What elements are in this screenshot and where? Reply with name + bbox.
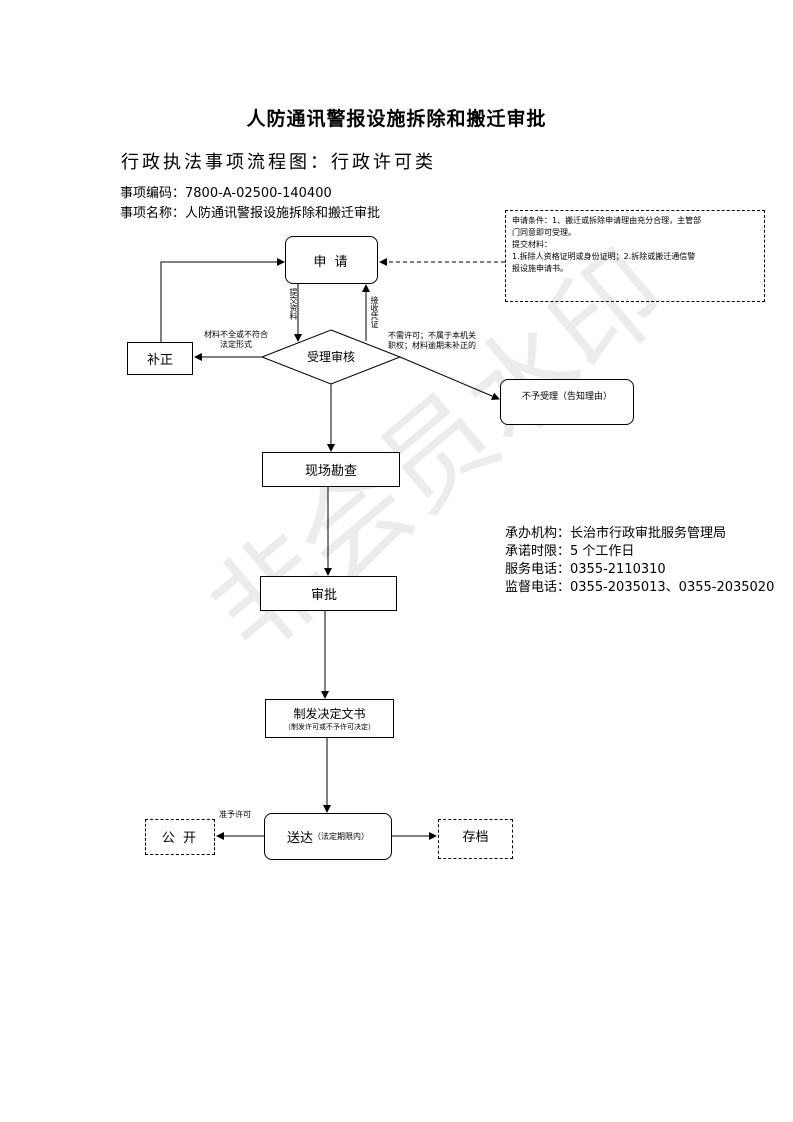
edge-label-not-accepted: 不需许可；不属于本机关 职权；材料逾期未补正的 [388, 331, 476, 351]
node-review-label: 受理审核 [306, 350, 355, 364]
node-publish-label: 公 开 [161, 831, 199, 846]
info-time: 承诺时限：5 个工作日 [505, 544, 635, 559]
edge-label-submit: 提交资料 [289, 288, 298, 320]
edge-label-incomplete: 材料不全或不符合 法定形式 [196, 330, 276, 350]
info-org: 承办机构：长治市行政审批服务管理局 [505, 526, 727, 541]
note-line: 报设施申请书。 [512, 264, 568, 273]
edge-label-receipt: 接收凭证 [370, 296, 379, 328]
node-reject-label: 不予受理（告知理由） [521, 392, 612, 402]
edge-label-incomplete-line1: 材料不全或不符合 [204, 330, 268, 339]
node-publish: 公 开 [145, 819, 215, 855]
note-line: 1.拆除人资格证明或身份证明；2.拆除或搬迁通信警 [512, 252, 696, 261]
node-decision-label: 制发决定文书 [293, 706, 366, 721]
info-phone: 服务电话：0355-2110310 [505, 562, 666, 577]
note-line: 提交材料： [512, 240, 552, 249]
node-archive-label: 存档 [462, 830, 489, 845]
node-deliver-label: 送达 [286, 831, 313, 846]
node-apply-label: 申 请 [313, 254, 350, 270]
node-archive: 存档 [438, 819, 513, 859]
node-decision: 制发决定文书 （制发许可或不予许可决定） [265, 699, 394, 738]
node-inspect-label: 现场勘查 [304, 464, 357, 479]
node-reject: 不予受理（告知理由） [500, 379, 634, 425]
page-title: 人防通讯警报设施拆除和搬迁审批 [246, 108, 547, 130]
node-decision-sublabel: （制发许可或不予许可决定） [284, 722, 375, 731]
node-approve: 审批 [260, 576, 397, 611]
arrow-correct-to-apply [160, 258, 285, 342]
node-deliver: 送达 （法定期限内） [264, 813, 392, 860]
node-correct: 补正 [127, 342, 193, 375]
edge-label-not-accepted-line1: 不需许可；不属于本机关 [388, 331, 476, 340]
arrow-review-to-reject [399, 356, 500, 400]
application-conditions-note: 申请条件：1、搬迁或拆除申请理由充分合理，主管部 门同意即可受理。 提交材料： … [505, 210, 765, 302]
page-subtitle: 行政执法事项流程图：行政许可类 [121, 152, 436, 173]
edge-label-incomplete-line2: 法定形式 [220, 340, 252, 349]
node-correct-label: 补正 [146, 353, 173, 368]
note-line: 门同意即可受理。 [512, 228, 576, 237]
node-apply: 申 请 [285, 236, 378, 284]
item-code: 事项编码：7800-A-02500-140400 [120, 186, 332, 201]
info-supervise: 监督电话：0355-2035013、0355-2035020 [505, 580, 775, 595]
edge-label-grant: 准予许可 [219, 810, 251, 819]
node-inspect: 现场勘查 [262, 452, 400, 487]
edge-label-not-accepted-line2: 职权；材料逾期未补正的 [388, 341, 476, 350]
item-name: 事项名称：人防通讯警报设施拆除和搬迁审批 [120, 206, 381, 221]
note-line: 申请条件：1、搬迁或拆除申请理由充分合理，主管部 [512, 216, 702, 225]
node-approve-label: 审批 [311, 588, 338, 603]
node-deliver-sublabel: （法定期限内） [313, 832, 369, 841]
